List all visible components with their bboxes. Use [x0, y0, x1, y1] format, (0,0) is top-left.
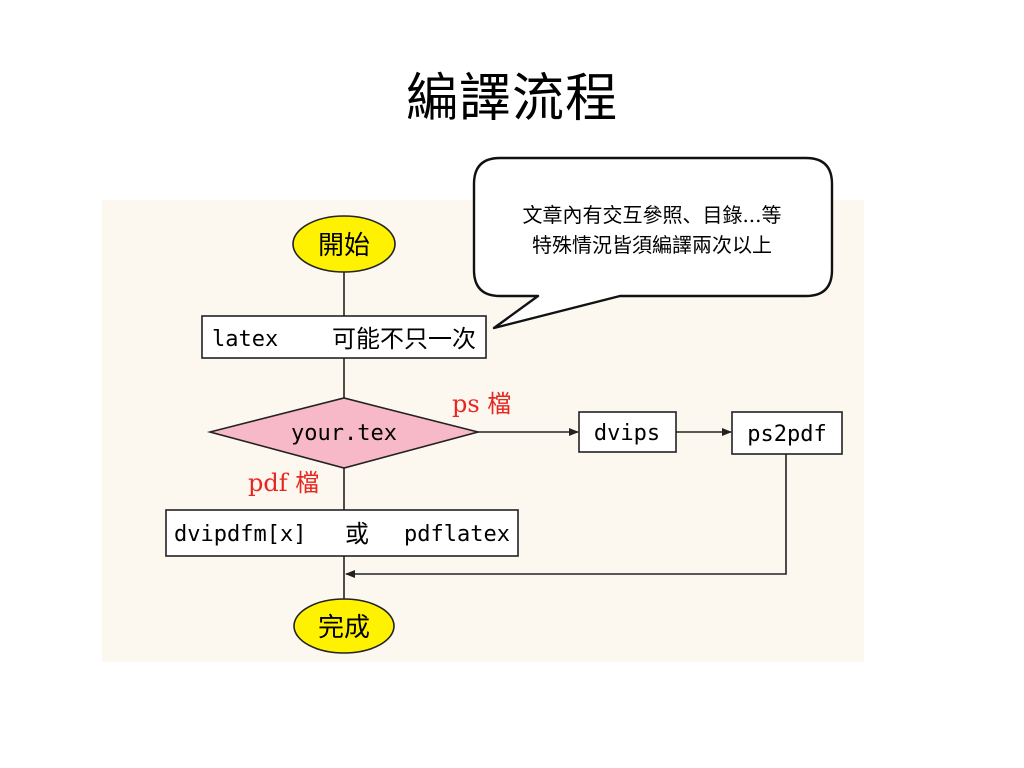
dvipdf-or: 或	[345, 520, 369, 548]
decision-diamond	[206, 397, 482, 469]
dvips-box	[578, 411, 677, 453]
start-label: 開始	[318, 231, 370, 261]
pdf-branch-label: pdf 檔	[248, 469, 319, 497]
end-label: 完成	[318, 613, 370, 643]
ps2pdf-box	[731, 411, 843, 455]
edge-ps2pdf-return	[345, 454, 787, 578]
callout-line-1: 文章內有交互參照、目錄...等	[522, 203, 782, 227]
latex-box	[201, 315, 487, 359]
dvips-label: dvips	[594, 421, 660, 446]
latex-command: latex	[212, 327, 278, 352]
slide-title: 編譯流程	[405, 69, 618, 129]
callout-text: 文章內有交互參照、目錄...等 特殊情況皆須編譯兩次以上	[480, 200, 824, 260]
end-terminal	[293, 598, 395, 654]
latex-note: 可能不只一次	[332, 325, 476, 353]
dvipdf-command-1: dvipdfm[x]	[174, 522, 306, 547]
ps-branch-label: ps 檔	[452, 390, 511, 418]
callout-bubble	[472, 156, 834, 330]
dvipdf-box	[165, 509, 519, 557]
ps2pdf-label: ps2pdf	[747, 422, 826, 447]
decision-label: your.tex	[291, 421, 397, 446]
dvipdf-command-2: pdflatex	[404, 522, 510, 547]
callout-line-2: 特殊情況皆須編譯兩次以上	[532, 233, 772, 257]
start-terminal	[292, 215, 396, 273]
